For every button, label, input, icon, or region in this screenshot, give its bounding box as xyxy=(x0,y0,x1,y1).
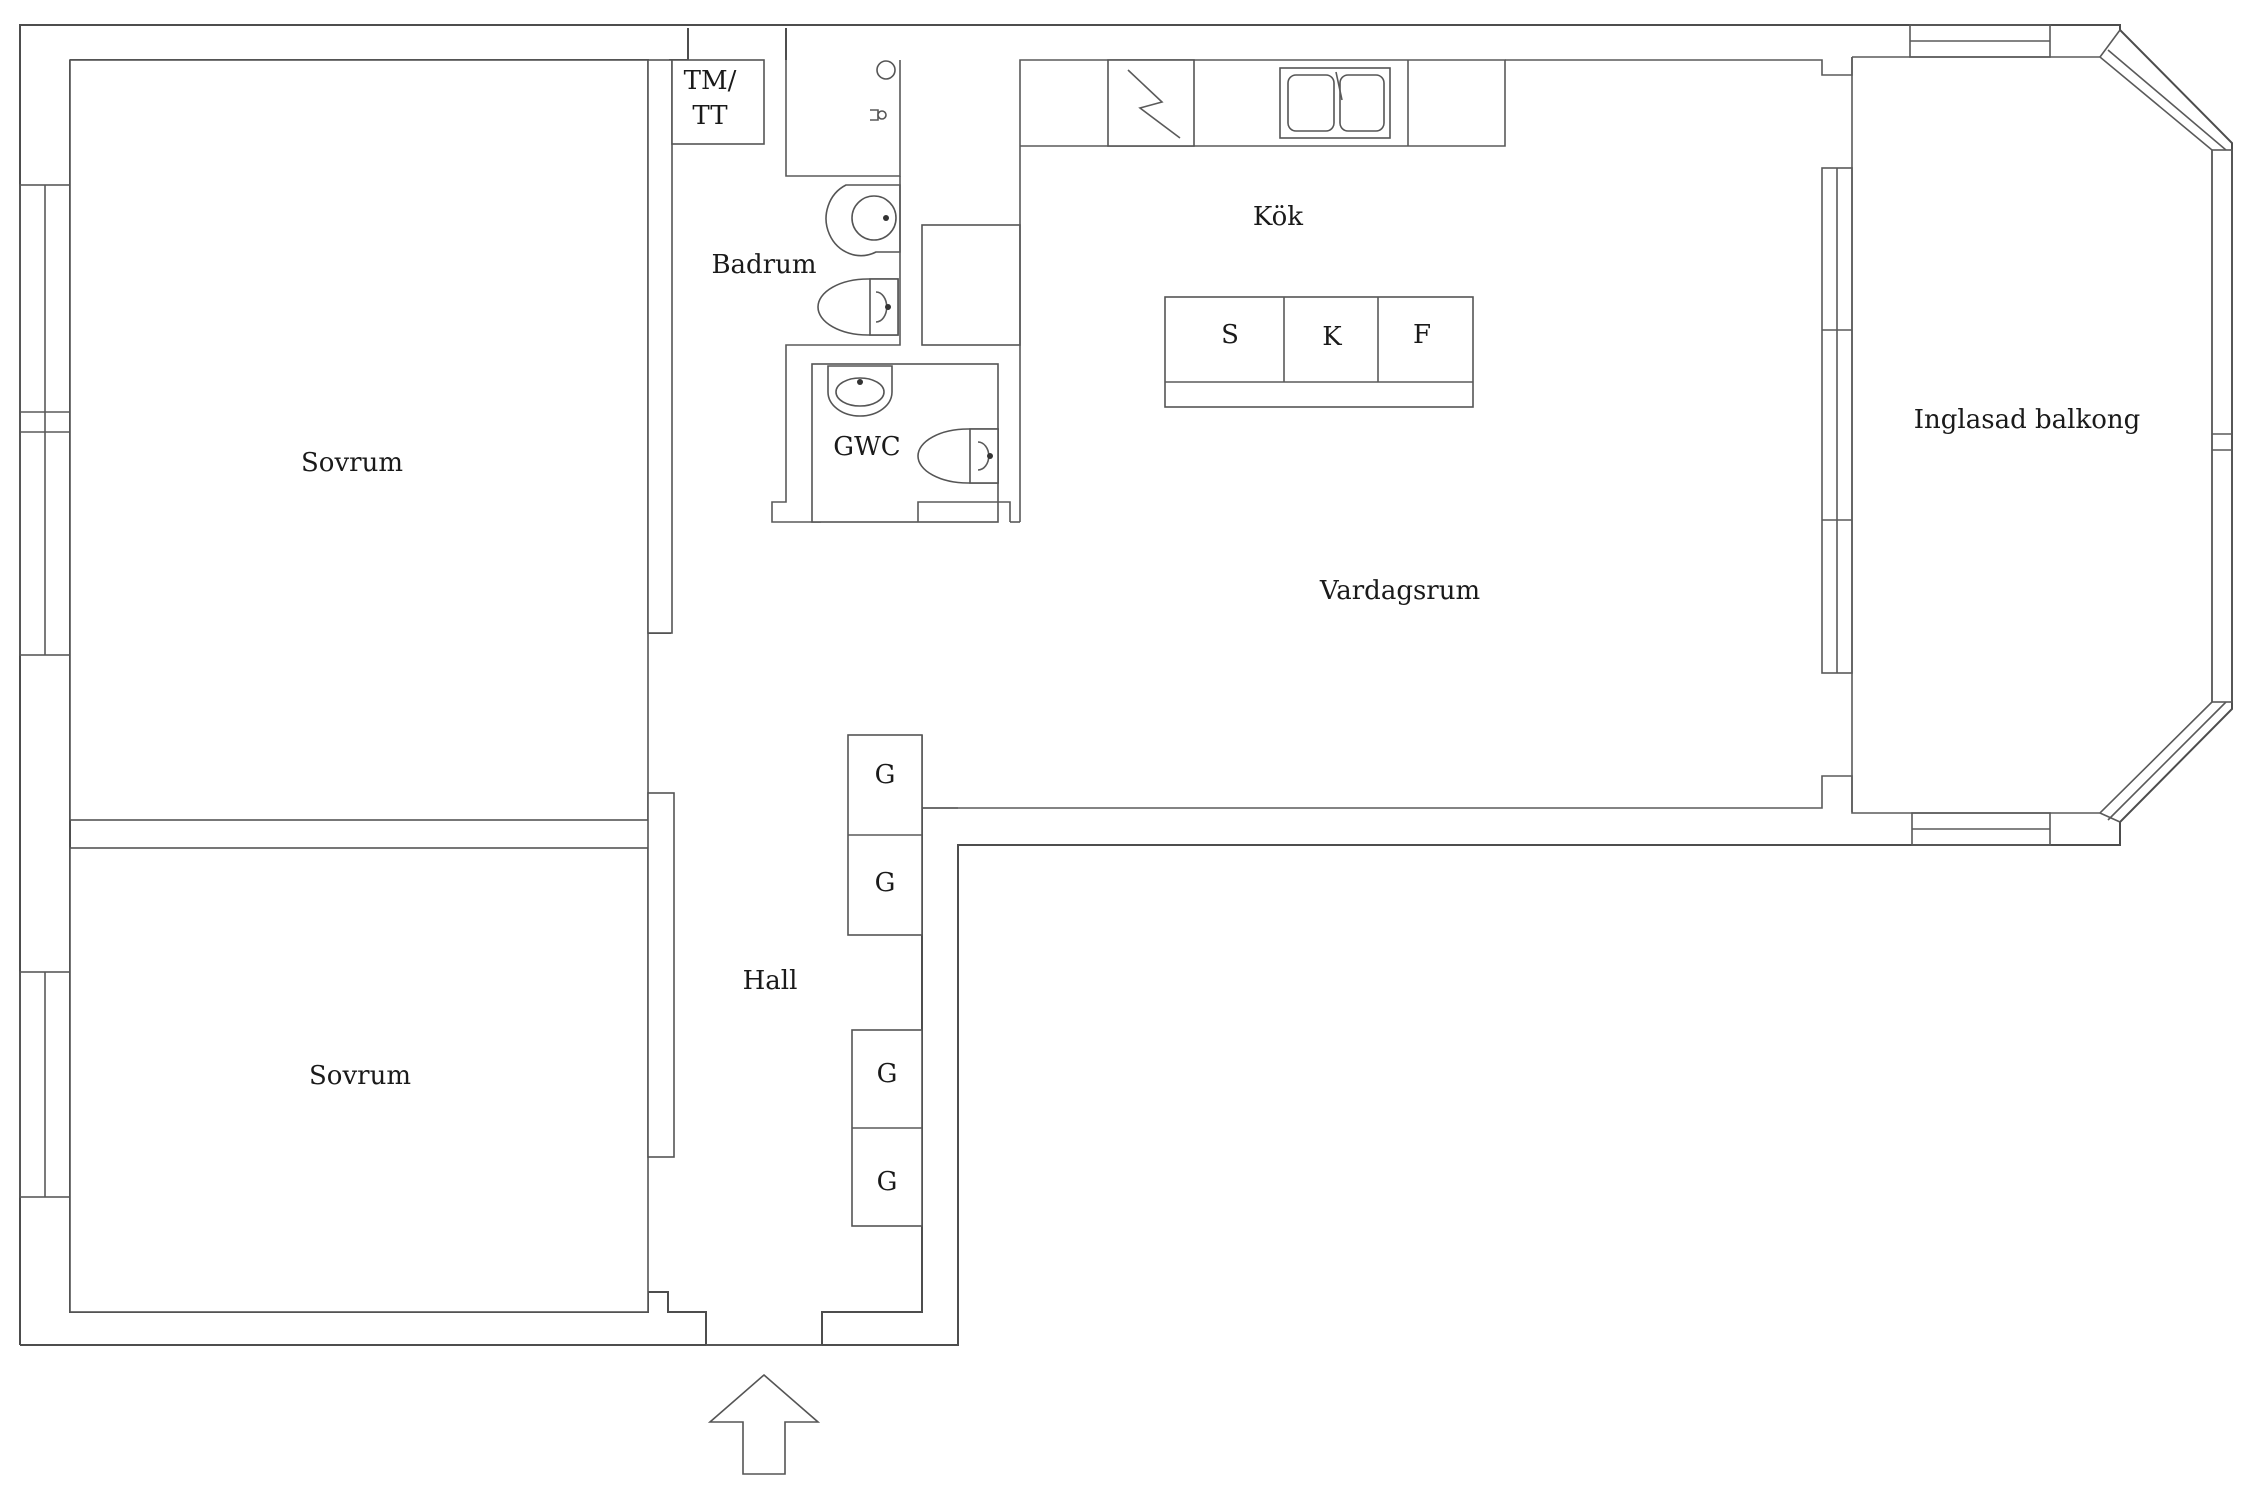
kitchen-island xyxy=(1164,296,1474,408)
entrance-arrow-icon xyxy=(707,1373,821,1475)
room-label-kitchen: Kök xyxy=(1253,202,1303,232)
fixture-label-wardrobe-2: G xyxy=(875,868,896,898)
bedroom-walls xyxy=(69,59,675,1313)
kitchen-sink-icon xyxy=(1279,67,1391,139)
room-label-bathroom: Badrum xyxy=(711,250,816,280)
fixture-label-wardrobe-1: G xyxy=(875,760,896,790)
room-label-bedroom-bottom: Sovrum xyxy=(309,1061,411,1091)
fixture-label-washer-dryer-2: TT xyxy=(692,101,728,131)
fixture-label-stove: S xyxy=(1221,320,1239,350)
toilet-icon xyxy=(817,278,899,336)
room-label-guest-wc: GWC xyxy=(833,432,900,462)
windows-left xyxy=(19,184,71,1198)
hall-wardrobes xyxy=(847,734,923,1227)
fixture-label-fridge: K xyxy=(1322,322,1342,352)
room-label-bedroom-top: Sovrum xyxy=(301,448,403,478)
fixture-labels: TM/ TT S K F G G G G xyxy=(684,66,1431,1197)
room-label-hall: Hall xyxy=(743,966,798,996)
kitchen-counter xyxy=(1019,59,1506,225)
fixture-label-washer-dryer-1: TM/ xyxy=(684,66,737,96)
sink-icon xyxy=(825,184,901,257)
living-balcony-walls xyxy=(921,24,2233,846)
sink-icon xyxy=(827,365,893,417)
room-labels: Sovrum Sovrum Badrum GWC Kök Vardagsrum … xyxy=(301,202,2140,1091)
shower-icon xyxy=(876,60,896,80)
fixture-label-wardrobe-3: G xyxy=(877,1059,898,1089)
fixture-label-freezer: F xyxy=(1413,320,1431,350)
bathroom-block xyxy=(671,59,1021,523)
room-label-balcony: Inglasad balkong xyxy=(1914,405,2140,435)
toilet-icon xyxy=(917,428,999,484)
chimney-icon xyxy=(1107,59,1195,147)
room-label-living-room: Vardagsrum xyxy=(1319,576,1480,606)
fixture-label-wardrobe-4: G xyxy=(877,1167,898,1197)
